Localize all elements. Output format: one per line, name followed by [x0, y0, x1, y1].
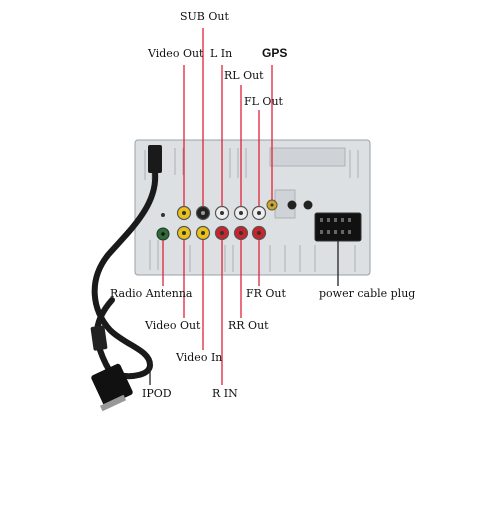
label-video-out-top: Video Out [148, 47, 204, 60]
radio-antenna-socket [156, 213, 170, 241]
label-radio-antenna: Radio Antenna [110, 287, 193, 300]
label-gps: GPS [262, 46, 288, 60]
ipod-cable [90, 145, 162, 412]
label-fr-out: FR Out [246, 287, 286, 300]
rca-jacks-bottom-row [176, 225, 267, 241]
rca-jacks-top-row [176, 205, 267, 221]
label-video-in: Video In [176, 351, 223, 364]
label-video-out-bottom: Video Out [145, 319, 201, 332]
label-ipod: IPOD [142, 387, 172, 400]
label-sub-out: SUB Out [180, 10, 229, 23]
label-l-in: L In [210, 47, 233, 60]
label-r-in: R IN [212, 387, 238, 400]
label-rl-out: RL Out [224, 69, 264, 82]
leader-lines-red [162, 28, 273, 385]
aux-connector-2 [303, 200, 313, 210]
label-fl-out: FL Out [244, 95, 283, 108]
unit-back-panel [134, 139, 371, 276]
label-power-cable-plug: power cable plug [319, 287, 416, 300]
label-rr-out: RR Out [228, 319, 269, 332]
gps-connector [266, 199, 278, 211]
aux-connector-1 [287, 200, 297, 210]
power-plug-socket [314, 212, 362, 242]
leader-lines-dark [149, 241, 339, 385]
